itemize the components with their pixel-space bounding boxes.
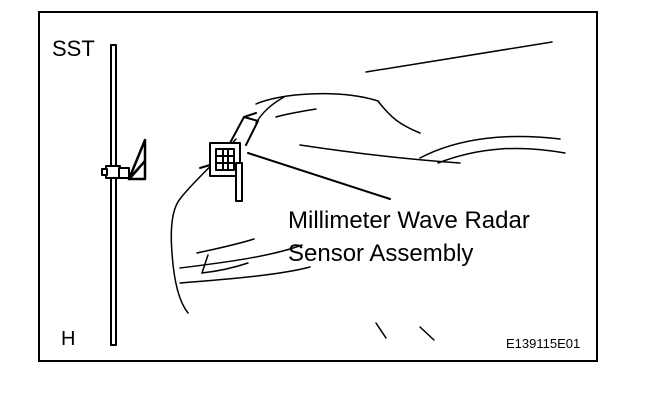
- sst-pole: [110, 44, 117, 346]
- hood-outline: [365, 41, 553, 73]
- vehicle-illustration: [101, 41, 566, 346]
- sst-clamp: [101, 165, 130, 179]
- callout-label-line2: Sensor Assembly: [288, 240, 474, 267]
- callout-label-line1: Millimeter Wave Radar: [288, 207, 530, 234]
- reflector-target: [127, 138, 147, 181]
- figure-id-label: E139115E01: [506, 336, 581, 351]
- figure-frame: SST H Millimeter Wave Radar Sensor Assem…: [38, 11, 598, 362]
- position-label: H: [61, 328, 76, 350]
- sst-label: SST: [52, 36, 95, 61]
- vehicle-body-outline: [170, 92, 566, 341]
- radar-sensor-assembly: [199, 112, 259, 202]
- callout-leader-line: [247, 152, 391, 200]
